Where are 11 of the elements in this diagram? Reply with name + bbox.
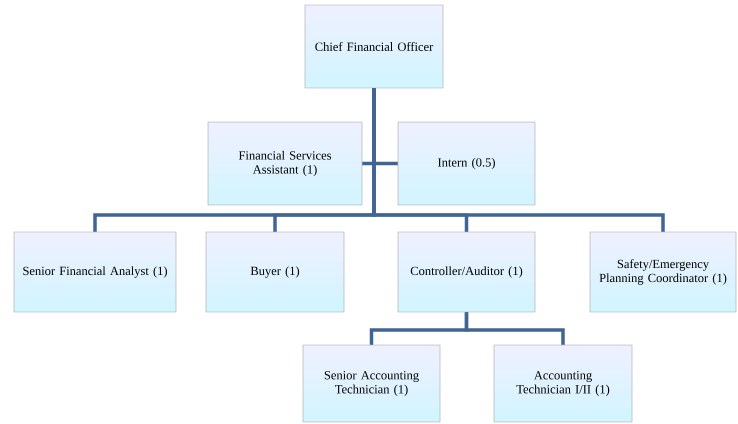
org-box: Chief Financial Officer	[304, 4, 444, 88]
org-box: Controller/Auditor (1)	[398, 232, 536, 312]
org-box: Senior Financial Analyst (1)	[14, 232, 176, 312]
connector-line	[372, 88, 665, 232]
org-box: Intern (0.5)	[398, 122, 536, 206]
org-box: Buyer (1)	[206, 232, 344, 312]
org-box: Safety/Emergency Planning Coordinator (1)	[590, 232, 736, 312]
org-box: Accounting Technician I/II (1)	[494, 344, 632, 422]
org-box: Financial Services Assistant (1)	[208, 122, 362, 206]
org-box: Senior Accounting Technician (1)	[302, 344, 440, 422]
connector-line	[464, 312, 565, 345]
